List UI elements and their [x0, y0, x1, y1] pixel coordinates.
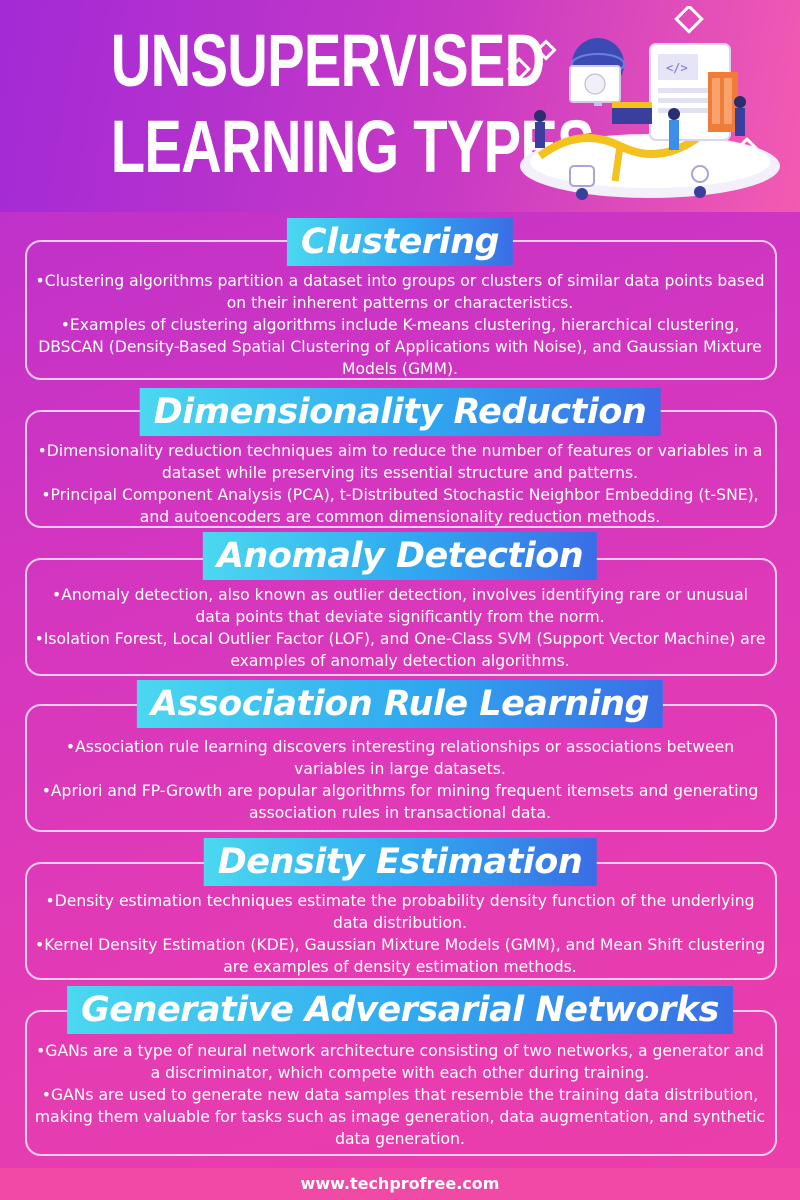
- section-body-anomaly-detection: •Anomaly detection, also known as outlie…: [34, 584, 766, 672]
- section-body-association-rule-learning: •Association rule learning discovers int…: [34, 736, 766, 824]
- bullet-text: •Density estimation techniques estimate …: [45, 892, 755, 932]
- section-title-clustering: Clustering: [286, 218, 514, 266]
- footer-bar: www.techprofree.com: [0, 1168, 800, 1200]
- section-title-association-rule-learning: Association Rule Learning: [136, 680, 664, 728]
- bullet-text: •Clustering algorithms partition a datas…: [35, 272, 765, 312]
- footer-url-link[interactable]: www.techprofree.com: [300, 1174, 500, 1193]
- page-title-line1: UNSUPERVISED: [110, 19, 545, 102]
- bullet-text: •Dimensionality reduction techniques aim…: [37, 442, 763, 482]
- section-title-dimensionality-reduction: Dimensionality Reduction: [139, 388, 661, 436]
- bullet-text: •Isolation Forest, Local Outlier Factor …: [34, 630, 766, 670]
- bullet-text: •Anomaly detection, also known as outlie…: [52, 586, 748, 626]
- section-body-dimensionality-reduction: •Dimensionality reduction techniques aim…: [34, 440, 766, 528]
- section-body-density-estimation: •Density estimation techniques estimate …: [34, 890, 766, 978]
- bullet-text: •GANs are a type of neural network archi…: [36, 1042, 764, 1082]
- bullet-text: •GANs are used to generate new data samp…: [34, 1086, 766, 1148]
- header-banner: UNSUPERVISED LEARNING TYPES </>: [0, 0, 800, 212]
- section-title-generative-adversarial-networks: Generative Adversarial Networks: [67, 986, 733, 1034]
- section-body-generative-adversarial-networks: •GANs are a type of neural network archi…: [34, 1040, 766, 1150]
- bullet-text: •Principal Component Analysis (PCA), t-D…: [41, 486, 759, 526]
- section-title-anomaly-detection: Anomaly Detection: [202, 532, 598, 580]
- bullet-text: •Kernel Density Estimation (KDE), Gaussi…: [35, 936, 765, 976]
- page-title-line2: LEARNING TYPES: [110, 105, 595, 188]
- machine-learning-illustration-icon: </>: [506, 6, 780, 200]
- svg-text:</>: </>: [666, 61, 688, 75]
- bullet-text: •Apriori and FP-Growth are popular algor…: [41, 782, 759, 822]
- section-title-density-estimation: Density Estimation: [203, 838, 597, 886]
- section-body-clustering: •Clustering algorithms partition a datas…: [34, 270, 766, 380]
- bullet-text: •Examples of clustering algorithms inclu…: [38, 316, 762, 378]
- bullet-text: •Association rule learning discovers int…: [65, 738, 735, 778]
